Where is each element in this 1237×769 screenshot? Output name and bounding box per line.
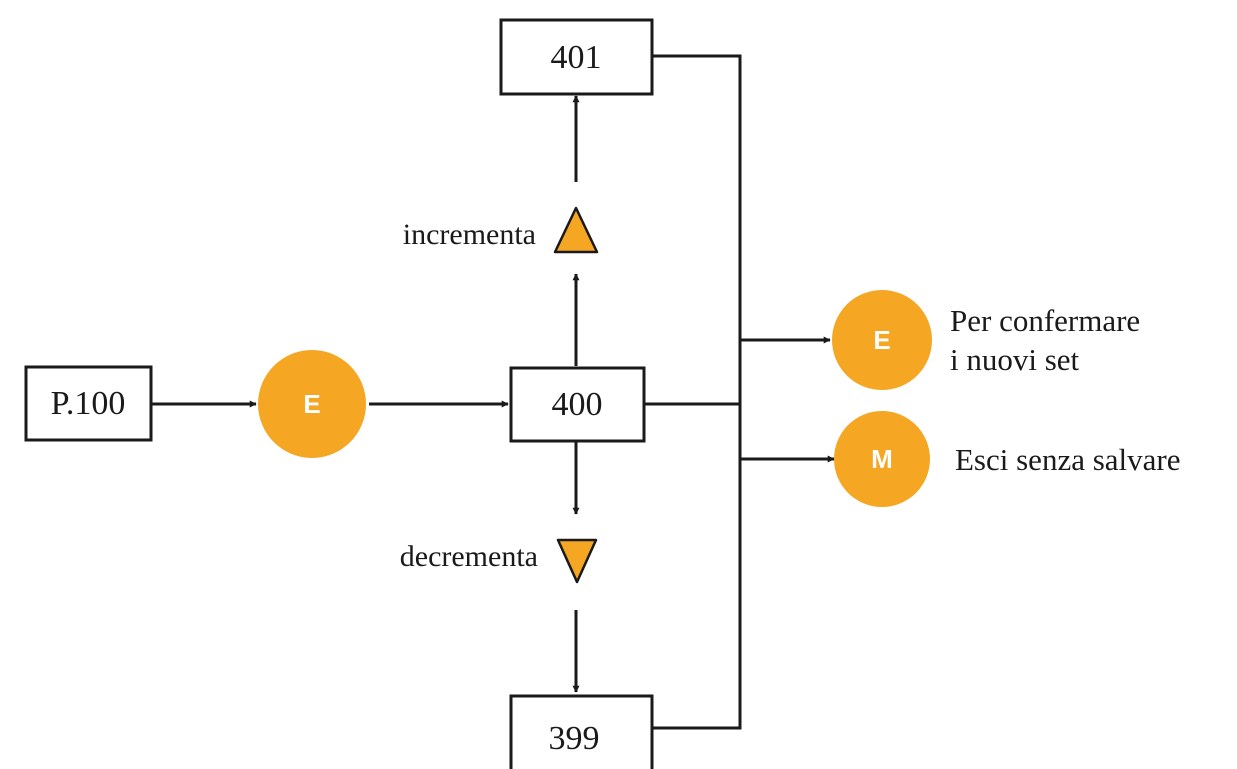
triangle-up-icon[interactable] <box>553 206 599 254</box>
box-up-label: 401 <box>551 39 602 76</box>
connector-up-to-bus <box>652 54 742 730</box>
box-up: 401 <box>499 18 654 96</box>
confirm-button[interactable]: E <box>832 290 932 390</box>
box-current: 400 <box>509 366 646 443</box>
box-start-label: P.100 <box>51 385 126 422</box>
triangle-down-icon[interactable] <box>556 538 598 584</box>
exit-label: Esci senza salvare <box>955 442 1181 477</box>
decrement-label: decrementa <box>400 540 538 573</box>
confirm-button-label: E <box>873 325 890 355</box>
menu-button[interactable]: M <box>834 411 930 507</box>
box-down: 399 <box>509 694 654 769</box>
box-down-label: 399 <box>549 720 600 757</box>
confirm-label-line1: Per confermare <box>950 303 1140 338</box>
enter-button-label: E <box>303 389 320 419</box>
confirm-label-line2: i nuovi set <box>950 342 1080 377</box>
box-start: P.100 <box>24 365 153 442</box>
box-current-label: 400 <box>552 386 603 423</box>
menu-button-label: M <box>871 444 893 474</box>
increment-label: incrementa <box>403 218 536 251</box>
enter-button[interactable]: E <box>258 350 366 458</box>
